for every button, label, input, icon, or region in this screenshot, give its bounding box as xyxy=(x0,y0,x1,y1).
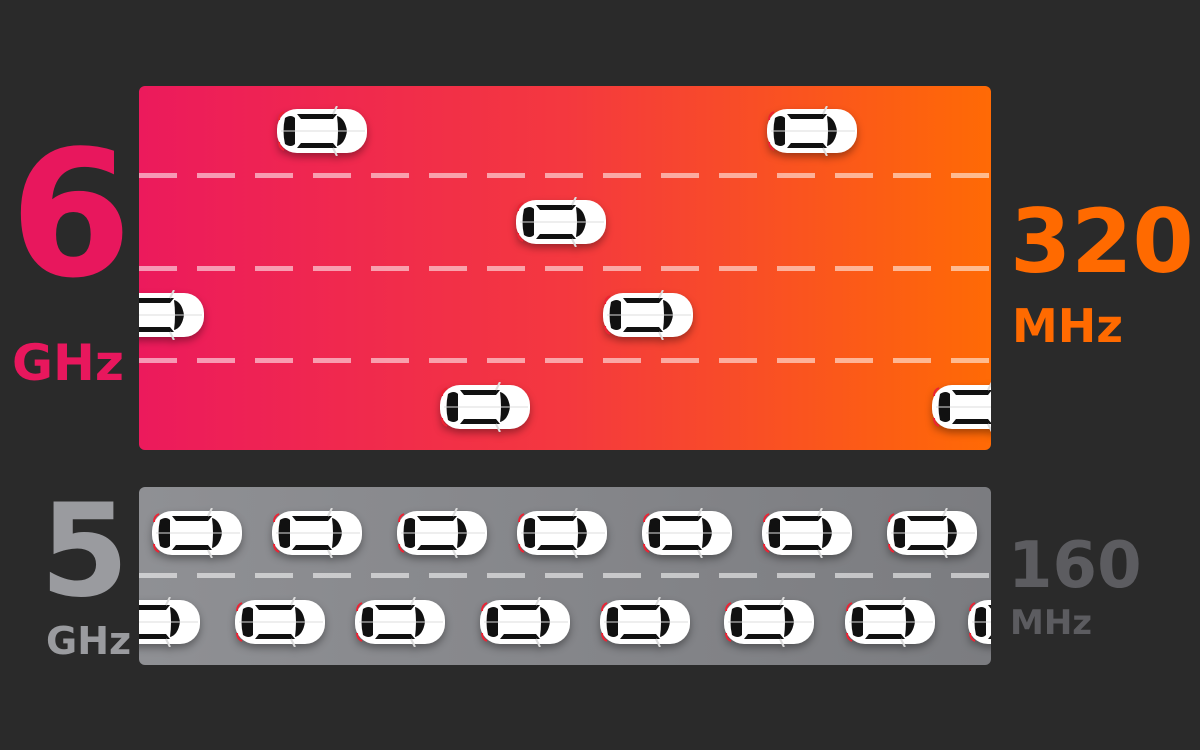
car-icon xyxy=(150,507,244,559)
car-icon xyxy=(139,596,202,648)
band-6-unit: GHz xyxy=(12,334,124,392)
car-icon xyxy=(765,105,859,157)
car-icon xyxy=(930,381,991,433)
car-icon xyxy=(438,381,532,433)
car-icon xyxy=(515,507,609,559)
band-5-width-value: 160 xyxy=(1008,529,1142,603)
car-icon xyxy=(514,196,608,248)
band-5-width-unit: MHz xyxy=(1010,603,1093,643)
car-icon xyxy=(966,597,991,647)
car-icon xyxy=(760,507,854,559)
lane-divider xyxy=(139,173,991,178)
lane-divider xyxy=(139,266,991,271)
band-5-number: 5 xyxy=(40,477,130,626)
car-icon xyxy=(640,507,734,559)
car-icon xyxy=(598,596,692,648)
car-icon xyxy=(233,596,327,648)
road-5ghz xyxy=(139,487,991,665)
car-icon xyxy=(478,596,572,648)
band-6-number: 6 xyxy=(10,114,132,317)
car-icon xyxy=(275,105,369,157)
car-icon xyxy=(601,289,695,341)
band-6-width-value: 320 xyxy=(1010,190,1194,293)
band-6-width-unit: MHz xyxy=(1012,299,1124,353)
car-icon xyxy=(395,507,489,559)
car-icon xyxy=(270,507,364,559)
lane-divider xyxy=(139,358,991,363)
road-6ghz xyxy=(139,86,991,450)
car-icon xyxy=(139,289,206,341)
band-5-unit: GHz xyxy=(46,619,132,663)
car-icon xyxy=(843,596,937,648)
car-icon xyxy=(885,507,979,559)
car-icon xyxy=(353,596,447,648)
car-icon xyxy=(722,596,816,648)
lane-divider xyxy=(139,573,991,578)
